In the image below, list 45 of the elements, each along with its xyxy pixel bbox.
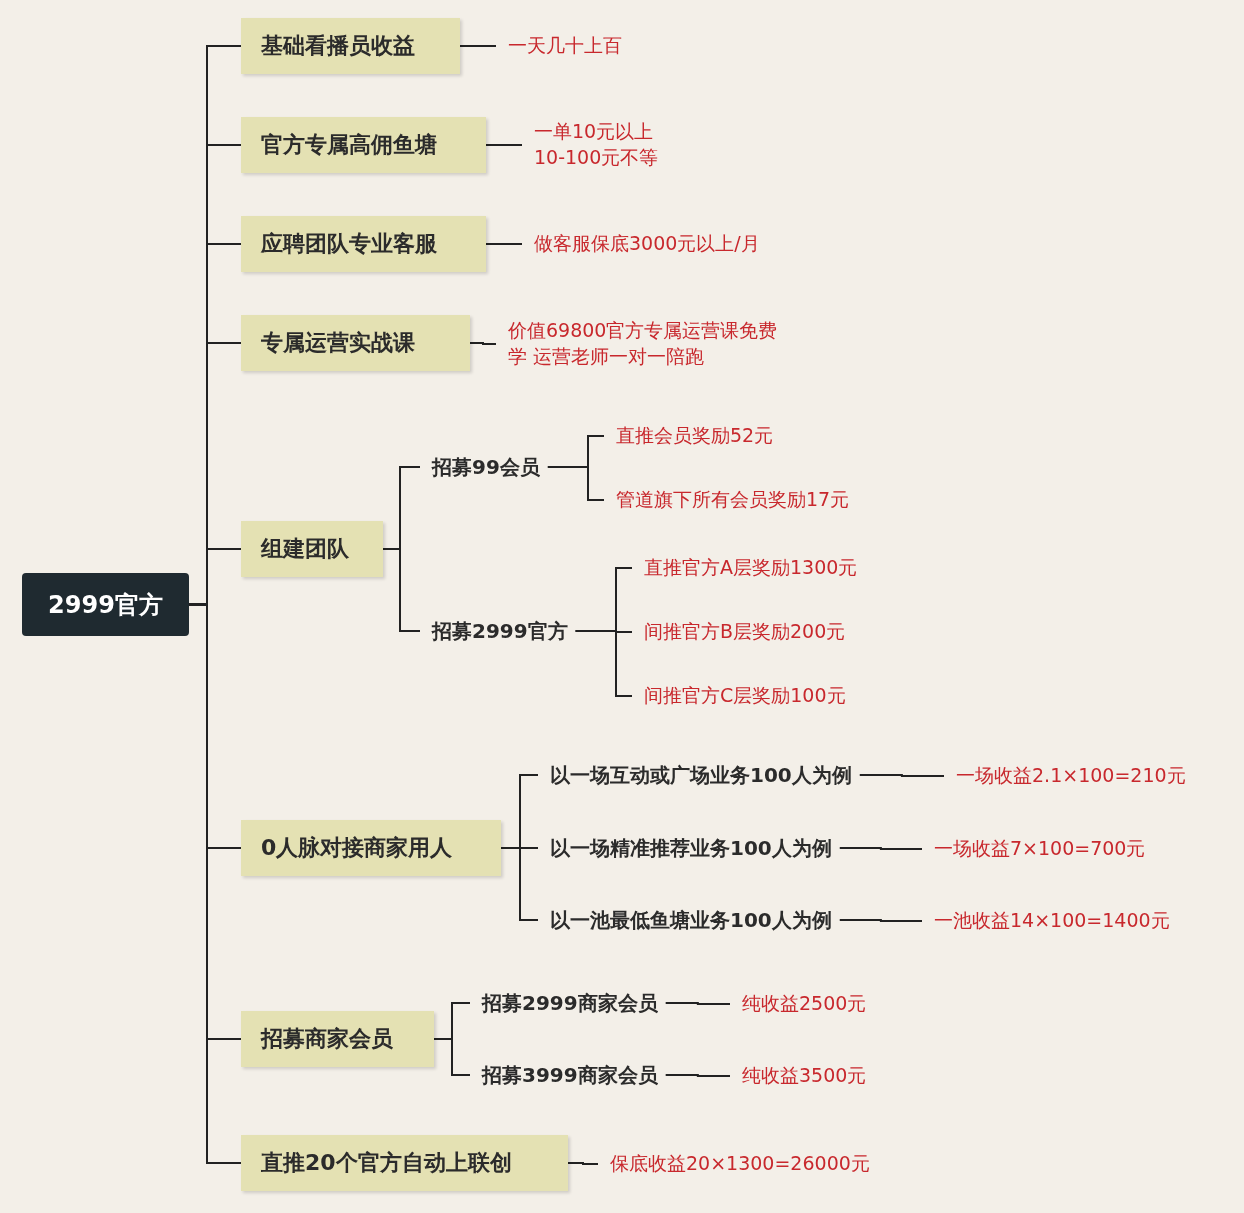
branch-box: 直推20个官方自动上联创 [241,1135,568,1191]
connector-line [433,1038,471,1076]
branch-label: 以一场精准推荐业务100人为例 [538,831,840,865]
branch-box: 组建团队 [241,521,383,577]
detail-text: 做客服保底3000元以上/月 [522,228,822,260]
branch-box: 招募商家会员 [241,1011,434,1067]
branch-label: 招募99会员 [420,450,548,484]
branch-label: 招募2999商家会员 [470,986,666,1020]
connector-line [500,847,539,921]
root-box: 2999官方 [22,573,189,636]
detail-text: 直推会员奖励52元 [604,420,824,452]
branch-box: 基础看播员收益 [241,18,460,74]
connector-line [485,243,523,245]
branch-label: 招募3999商家会员 [470,1058,666,1092]
detail-text: 纯收益2500元 [730,988,910,1020]
connector-line [459,45,497,47]
detail-text: 一单10元以上10-100元不等 [522,117,662,173]
connector-line [664,1002,731,1005]
connector-line [838,847,923,850]
detail-text: 间推官方B层奖励200元 [632,616,894,648]
branch-box: 官方专属高佣鱼塘 [241,117,486,173]
detail-text: 间推官方C层奖励100元 [632,680,894,712]
branch-label: 以一场互动或广场业务100人为例 [538,758,860,792]
connector-line [574,630,633,697]
connector-line [858,774,945,777]
detail-text: 管道旗下所有会员奖励17元 [604,484,904,516]
connector-line [838,919,923,922]
detail-text: 直推官方A层奖励1300元 [632,552,904,584]
connector-line [546,466,605,501]
connector-line [469,342,497,345]
branch-box: 应聘团队专业客服 [241,216,486,272]
detail-text: 一场收益7×100=700元 [922,833,1192,865]
branch-label: 招募2999官方 [420,614,576,648]
connector-line [567,1162,599,1165]
detail-text: 保底收益20×1300=26000元 [598,1148,918,1180]
detail-text: 一场收益2.1×100=210元 [944,760,1234,792]
detail-text: 纯收益3500元 [730,1060,910,1092]
detail-text: 价值69800官方专属运营课免费学 运营老师一对一陪跑 [496,316,786,372]
connector-line [664,1074,731,1077]
connector-line [485,144,523,146]
detail-text: 一天几十上百 [496,30,686,62]
branch-box: 0人脉对接商家用人 [241,820,501,876]
detail-text: 一池收益14×100=1400元 [922,905,1222,937]
branch-box: 专属运营实战课 [241,315,470,371]
branch-label: 以一池最低鱼塘业务100人为例 [538,903,840,937]
